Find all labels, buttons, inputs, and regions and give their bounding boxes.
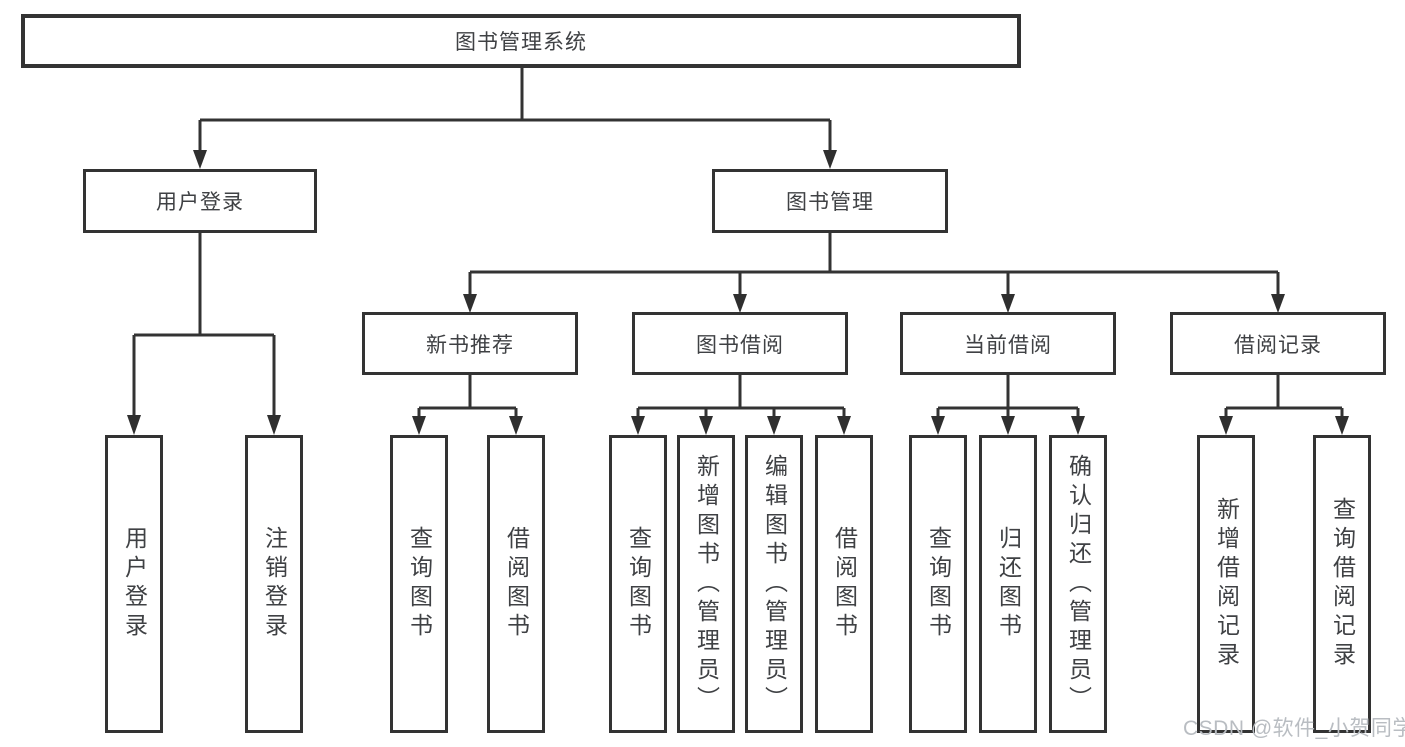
leaf-logout: 注销登录: [245, 435, 303, 733]
leaf-confirm-return-admin: 确认归还（管理员）: [1049, 435, 1107, 733]
leaf-add-books-admin: 新增图书（管理员）: [677, 435, 735, 733]
connector-current-borrow-to-leaves: [931, 375, 1085, 435]
connector-book-borrow-to-leaves: [631, 375, 851, 435]
leaf-borrow-books: 借阅图书: [815, 435, 873, 733]
leaf-query-books-borrow: 查询图书: [609, 435, 667, 733]
leaf-query-books-recommend: 查询图书: [390, 435, 448, 733]
node-book-borrow: 图书借阅: [632, 312, 848, 375]
node-user-login: 用户登录: [83, 169, 317, 233]
connector-root-to-level2: [193, 68, 837, 169]
node-new-book-recommend: 新书推荐: [362, 312, 578, 375]
csdn-watermark: CSDN @软件_小贺同学: [1183, 717, 1405, 740]
leaf-borrow-books-recommend: 借阅图书: [487, 435, 545, 733]
leaf-query-borrow-record: 查询借阅记录: [1313, 435, 1371, 733]
node-book-management: 图书管理: [712, 169, 948, 233]
leaf-return-books: 归还图书: [979, 435, 1037, 733]
node-borrow-records: 借阅记录: [1170, 312, 1386, 375]
node-library-management-system: 图书管理系统: [21, 14, 1021, 68]
leaf-user-login: 用户登录: [105, 435, 163, 733]
leaf-query-books-current: 查询图书: [909, 435, 967, 733]
leaf-edit-books-admin: 编辑图书（管理员）: [745, 435, 803, 733]
connector-new-book-recommend-to-leaves: [412, 375, 523, 435]
connector-user-login-to-leaves: [127, 233, 281, 435]
connector-book-management-to-level3: [463, 233, 1285, 313]
node-current-borrow: 当前借阅: [900, 312, 1116, 375]
connector-borrow-records-to-leaves: [1219, 375, 1349, 435]
leaf-add-borrow-record: 新增借阅记录: [1197, 435, 1255, 733]
